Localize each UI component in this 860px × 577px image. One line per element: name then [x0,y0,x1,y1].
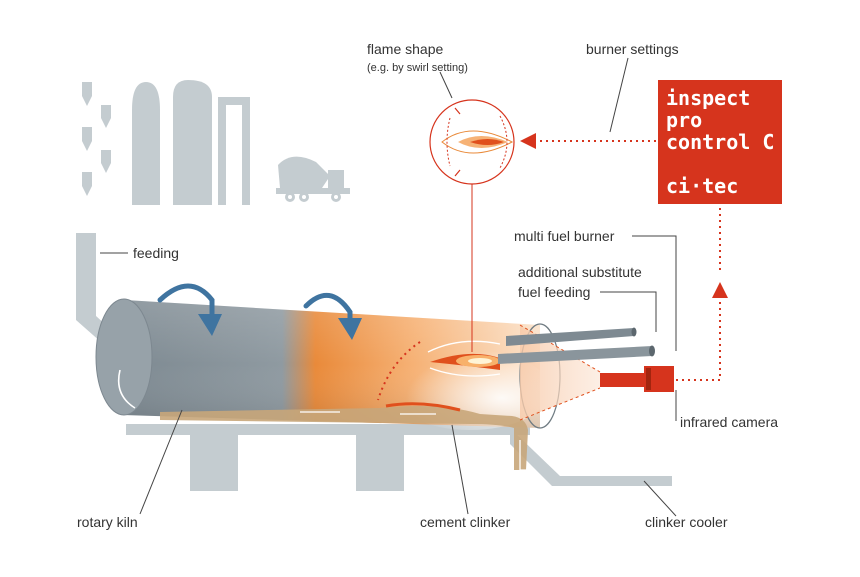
feeding-chute [76,233,118,350]
brand-line-1: inspect [666,86,751,110]
brand-line-2: pro [666,108,703,132]
inspect-pro-control-logo [658,80,782,204]
leader-lines [100,57,677,517]
clinker-cooler-label: clinker cooler [645,514,728,530]
substitute-fuel-label-1: additional substitute [518,264,642,280]
burner-settings-label: burner settings [586,41,679,57]
multi-fuel-burner-label: multi fuel burner [514,228,615,244]
camera-to-control-arrow [676,282,728,381]
brand-line-3: control C [666,130,775,154]
infrared-camera-icon [600,366,674,392]
cement-clinker-label: cement clinker [420,514,511,530]
flame-shape-inset [429,99,515,185]
rotary-kiln-tube [95,298,561,471]
cement-truck-icon [276,156,350,202]
kiln-foundation [126,424,672,491]
feeding-label: feeding [133,245,179,261]
flame-shape-label: flame shape [367,41,444,57]
burner-pipes [498,327,655,364]
clinker-bed [160,406,528,470]
rotary-kiln-label: rotary kiln [77,514,138,530]
camera-view-cone [520,325,600,420]
substitute-fuel-label-2: fuel feeding [518,284,591,300]
flame-shape-note: (e.g. by swirl setting) [367,62,468,74]
citec-logo: ci·tec [666,174,739,198]
material-flow-arrow [117,369,136,409]
kiln-flame [427,340,501,377]
rotation-arrows [157,283,362,340]
infrared-camera-label: infrared camera [680,414,779,430]
radiation-dotted-curve [377,341,421,401]
plant-silhouettes [82,80,250,205]
